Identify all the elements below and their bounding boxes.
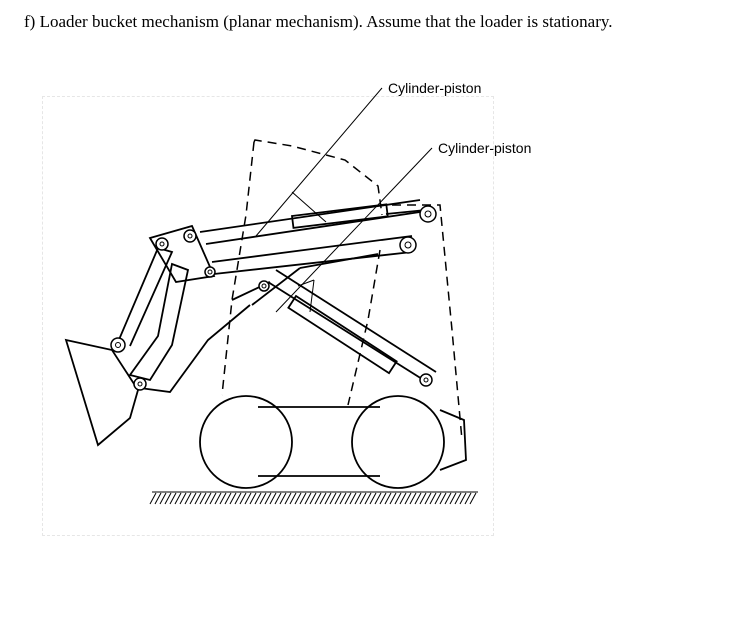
question-text: f) Loader bucket mechanism (planar mecha… xyxy=(24,12,613,31)
upper-cylinder-piston xyxy=(290,203,427,229)
ground-hatch-line xyxy=(429,492,437,505)
ground-hatch-line xyxy=(264,492,272,505)
ground-hatch-line xyxy=(269,492,277,505)
ground-hatch-line xyxy=(379,492,387,505)
ground-hatch-line xyxy=(459,492,467,505)
ground-hatch-line xyxy=(254,492,262,505)
ground-hatch-line xyxy=(299,492,307,505)
ground-hatch-line xyxy=(149,492,157,505)
ground-hatch-line xyxy=(324,492,332,505)
ground-hatch-line xyxy=(234,492,242,505)
ground-hatch-line xyxy=(304,492,312,505)
ground-hatch-line xyxy=(274,492,282,505)
ground-hatch-line xyxy=(329,492,337,505)
ground-hatch-line xyxy=(224,492,232,505)
ground-hatch-line xyxy=(214,492,222,505)
ground-hatch-line xyxy=(389,492,397,505)
ground-hatch-line xyxy=(284,492,292,505)
ground-hatch-line xyxy=(434,492,442,505)
ground-hatch-line xyxy=(409,492,417,505)
ground-hatch-line xyxy=(344,492,352,505)
ground-hatch-line xyxy=(204,492,212,505)
ground-hatch-line xyxy=(339,492,347,505)
ground-hatch-line xyxy=(189,492,197,505)
ground-hatch-line xyxy=(184,492,192,505)
ground-hatch-line xyxy=(244,492,252,505)
ground-hatch-line xyxy=(279,492,287,505)
bucket-linkage xyxy=(117,246,251,393)
ground-hatch-line xyxy=(404,492,412,505)
ground-hatch-line xyxy=(319,492,327,505)
ground-hatch-line xyxy=(464,492,472,505)
ground-hatch-line xyxy=(154,492,162,505)
ground-hatch-line xyxy=(309,492,317,505)
ground-hatch-line xyxy=(359,492,367,505)
front-wheel xyxy=(199,395,293,489)
ground-hatch-line xyxy=(394,492,402,505)
ground-hatch-line xyxy=(209,492,217,505)
ground-hatch-line xyxy=(169,492,177,505)
ground-hatch-line xyxy=(399,492,407,505)
ground-hatch-line xyxy=(424,492,432,505)
ground xyxy=(149,491,478,505)
ground-hatch-line xyxy=(469,492,477,505)
joints xyxy=(110,205,437,391)
rear-wheel xyxy=(351,395,445,489)
cylinder-piston-label-lower: Cylinder-piston xyxy=(438,140,532,156)
ground-hatch-line xyxy=(164,492,172,505)
ground-hatch-line xyxy=(349,492,357,505)
ground-hatch-line xyxy=(294,492,302,505)
ground-hatch-line xyxy=(239,492,247,505)
lower-cylinder-piston xyxy=(231,253,437,385)
figure-frame xyxy=(42,96,494,536)
ground-hatch-line xyxy=(179,492,187,505)
ground-hatch-line xyxy=(249,492,257,505)
ground-hatch-line xyxy=(439,492,447,505)
ground-hatch-line xyxy=(334,492,342,505)
ground-hatch-line xyxy=(194,492,202,505)
ground-hatch-line xyxy=(354,492,362,505)
ground-hatch-line xyxy=(199,492,207,505)
leader-lines xyxy=(255,87,433,313)
ground-hatch-line xyxy=(414,492,422,505)
ground-hatch-line xyxy=(259,492,267,505)
ground-hatch-line xyxy=(289,492,297,505)
ground-hatch-line xyxy=(374,492,382,505)
chassis xyxy=(258,406,467,477)
ground-hatch-line xyxy=(219,492,227,505)
cylinder-piston-label-upper: Cylinder-piston xyxy=(388,80,482,96)
ground-hatch-line xyxy=(159,492,167,505)
ground-hatch-line xyxy=(384,492,392,505)
ground-hatch-line xyxy=(454,492,462,505)
ground-hatch-line xyxy=(364,492,372,505)
ground-hatch-line xyxy=(449,492,457,505)
bucket xyxy=(64,338,139,447)
ground-hatch-line xyxy=(419,492,427,505)
ground-hatch-line xyxy=(174,492,182,505)
ground-hatch-line xyxy=(229,492,237,505)
ground-hatch-line xyxy=(444,492,452,505)
ground-hatch-line xyxy=(314,492,322,505)
cab-outline xyxy=(221,139,463,441)
ground-hatch-line xyxy=(369,492,377,505)
